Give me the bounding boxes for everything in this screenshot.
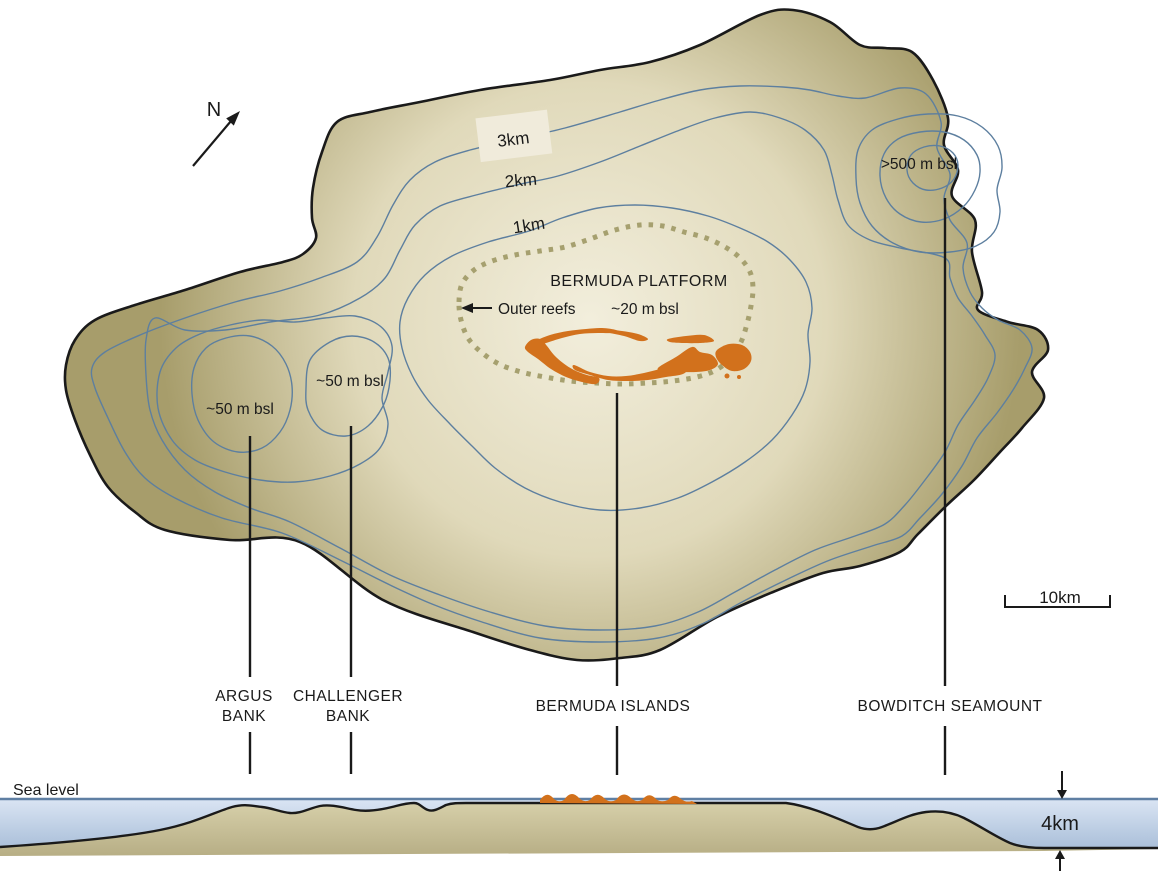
islands-northwest-arm	[533, 327, 618, 347]
contour-1km-label: 1km	[512, 214, 547, 238]
north-label: N	[207, 99, 221, 121]
depth-arrow-down-head-icon	[1057, 790, 1067, 799]
argus-depth-label: ~50 m bsl	[206, 401, 274, 418]
scale-bar-label: 10km	[1039, 588, 1081, 607]
islet-dot	[724, 373, 730, 379]
depth-arrow-up-head-icon	[1055, 850, 1065, 859]
outer-reefs-arrowhead-icon	[461, 303, 473, 313]
outer-reefs-dotted-outline	[456, 222, 756, 387]
islands-north-spur	[602, 328, 649, 342]
outer-reefs-label: Outer reefs	[498, 301, 576, 318]
contour-3km-label-group: 3km	[475, 109, 553, 163]
bowditch-seamount-name: BOWDITCH SEAMOUNT	[857, 698, 1042, 715]
cross-section-islands	[540, 793, 697, 804]
scale-bar: 10km	[1004, 588, 1111, 608]
islands-west-hook	[524, 338, 600, 385]
platform-depth-label: ~20 m bsl	[611, 301, 679, 318]
islet-dot	[737, 375, 741, 379]
islands-east-loop	[657, 346, 719, 373]
contour-2km-label: 2km	[504, 170, 538, 192]
bermuda-platform-title: BERMUDA PLATFORM	[550, 273, 728, 290]
contour-1km-line	[398, 204, 813, 512]
islands-central-chain	[572, 364, 688, 381]
bowditch-outer-contour	[855, 113, 1003, 254]
bowditch-middle-contour	[879, 130, 981, 223]
north-arrowhead-icon	[226, 111, 240, 126]
argus-bank-name-line2: BANK	[222, 708, 266, 725]
outer-reefs-arrow	[461, 303, 492, 313]
contour-label-box	[475, 109, 553, 163]
depth-4km-label: 4km	[1041, 813, 1079, 835]
islands-far-east-chunk	[715, 343, 752, 372]
contour-3km-label: 3km	[496, 128, 530, 151]
challenger-bank-name-line1: CHALLENGER	[293, 688, 403, 705]
contour-lines	[90, 85, 1033, 643]
challenger-depth-label: ~50 m bsl	[316, 373, 384, 390]
sea-level-label: Sea level	[13, 782, 79, 799]
challenger-bank-name-line2: BANK	[326, 708, 370, 725]
bowditch-depth-label: >500 m bsl	[881, 156, 957, 173]
challenger-bank-contour	[305, 335, 392, 437]
bowditch-inner-contour	[906, 144, 959, 191]
argus-bank-name-line1: ARGUS	[215, 688, 273, 705]
north-arrow-line	[192, 120, 232, 167]
contour-2km-line	[144, 111, 996, 631]
depth-4km-annotation: 4km	[1041, 771, 1079, 871]
cross-section-seafloor-fill	[0, 803, 1158, 856]
cross-section-seafloor-profile	[0, 801, 1158, 850]
north-arrow: N	[192, 99, 240, 167]
leader-lines	[248, 198, 947, 775]
bermuda-islands-name: BERMUDA ISLANDS	[536, 698, 691, 715]
bermuda-islands-shape	[524, 327, 752, 385]
argus-bank-contour	[190, 334, 293, 453]
contour-3km-line	[90, 85, 1033, 643]
scale-bar-bracket	[1004, 595, 1111, 608]
islands-northeast-sliver	[666, 334, 715, 344]
